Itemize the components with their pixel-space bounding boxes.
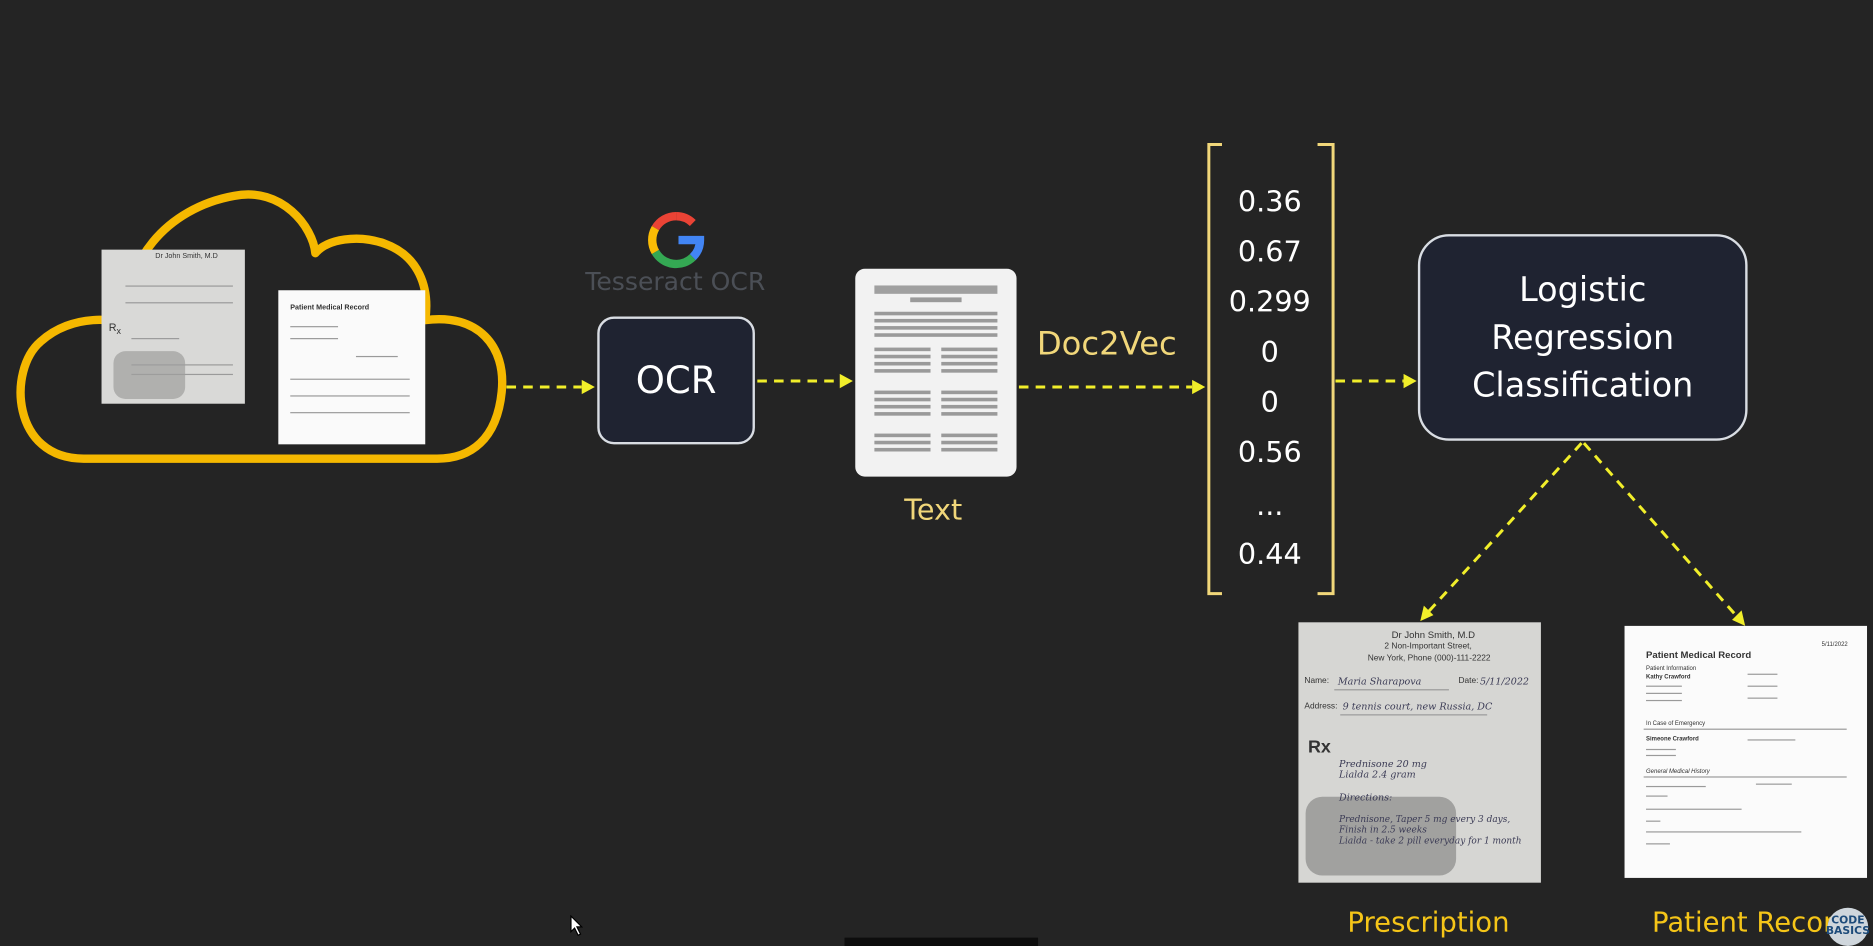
vector-value: 0	[1260, 385, 1279, 420]
codebasics-logo: CODE BASICS	[1826, 907, 1870, 946]
rx-address-value: 9 tennis court, new Russia, DC	[1342, 701, 1493, 712]
record-line3: Simeone Crawford	[1646, 735, 1699, 743]
prescription-image: Dr John Smith, M.D 2 Non-Important Stree…	[1298, 622, 1541, 883]
rx-address-label: Address:	[1304, 702, 1338, 711]
cloud-icon	[16, 190, 507, 463]
record-section2: General Medical History	[1646, 768, 1710, 776]
arrow-classifier-to-record	[1582, 442, 1738, 618]
tesseract-ocr-label: Tesseract OCR	[585, 267, 766, 297]
arrowhead-classifier-to-prescription	[1420, 605, 1434, 622]
classifier-line: Regression	[1491, 317, 1675, 357]
arrowhead-cloud-to-ocr	[581, 379, 595, 395]
arrowhead-classifier-to-record	[1732, 610, 1746, 626]
caption-bar	[844, 937, 1039, 946]
classifier-line: Logistic	[1519, 269, 1647, 309]
rx-dir2: Finish in 2.5 weeks	[1339, 824, 1427, 835]
rx-name-value: Maria Sharapova	[1337, 676, 1422, 687]
mouse-cursor-icon	[570, 914, 584, 937]
record-section1: In Case of Emergency	[1646, 720, 1706, 728]
cloud-prescription-thumbnail: Dr John Smith, M.D Rx	[101, 249, 245, 404]
vector-value: 0	[1260, 335, 1279, 370]
doc2vec-label: Doc2Vec	[1036, 326, 1177, 364]
rx-name-label: Name:	[1304, 677, 1330, 686]
rx-dir1: Prednisone, Taper 5 mg every 3 days,	[1339, 813, 1511, 825]
arrowhead-text-to-vector	[1192, 379, 1206, 395]
rx-doctor: Dr John Smith, M.D	[1391, 629, 1475, 641]
arrowhead-ocr-to-text	[839, 373, 853, 389]
rx-street: 2 Non-Important Street,	[1384, 642, 1472, 651]
arrow-classifier-to-prescription	[1427, 442, 1583, 613]
arrowhead-vector-to-classifier	[1403, 373, 1417, 389]
classifier-line: Classification	[1472, 364, 1694, 405]
rx-date-label: Date:	[1458, 677, 1479, 686]
rx-med2: Lialda 2.4 gram	[1339, 769, 1416, 780]
rx-date-value: 5/11/2022	[1479, 676, 1530, 687]
cloud-record-thumbnail: Patient Medical Record	[278, 290, 426, 445]
rx-symbol: Rx	[1307, 736, 1331, 758]
patient-record-image: Patient Medical Record 5/11/2022 Patient…	[1624, 625, 1868, 878]
rx-dir3: Lialda - take 2 pill everyday for 1 mont…	[1339, 834, 1522, 846]
text-node-label: Text	[904, 493, 963, 527]
vector-bracket-left	[1207, 143, 1222, 596]
patient-record-label: Patient Recor	[1652, 907, 1835, 939]
record-line1: Patient Information	[1646, 665, 1697, 673]
rx-directions-label: Directions:	[1339, 791, 1393, 803]
vector-value: 0.44	[1237, 537, 1302, 571]
vector-bracket-right	[1317, 143, 1335, 596]
record-line2: Kathy Crawford	[1646, 673, 1691, 681]
vector-ellipsis: ...	[1256, 488, 1284, 522]
text-document-icon	[855, 268, 1017, 477]
ocr-node-label: OCR	[635, 358, 717, 402]
vector-value: 0.299	[1228, 285, 1311, 319]
record-date: 5/11/2022	[1821, 641, 1848, 649]
record-title: Patient Medical Record	[1646, 649, 1752, 661]
prescription-label: Prescription	[1347, 907, 1510, 939]
google-g-icon	[648, 212, 705, 269]
ocr-node: OCR	[597, 316, 755, 445]
vector-value: 0.67	[1237, 235, 1302, 269]
vector-value: 0.36	[1237, 185, 1302, 219]
rx-med1: Prednisone 20 mg	[1339, 758, 1427, 770]
vector-value: 0.56	[1237, 435, 1302, 470]
logistic-regression-node: Logistic Regression Classification	[1417, 234, 1748, 441]
rx-city-phone: New York, Phone (000)-111-2222	[1367, 654, 1491, 663]
